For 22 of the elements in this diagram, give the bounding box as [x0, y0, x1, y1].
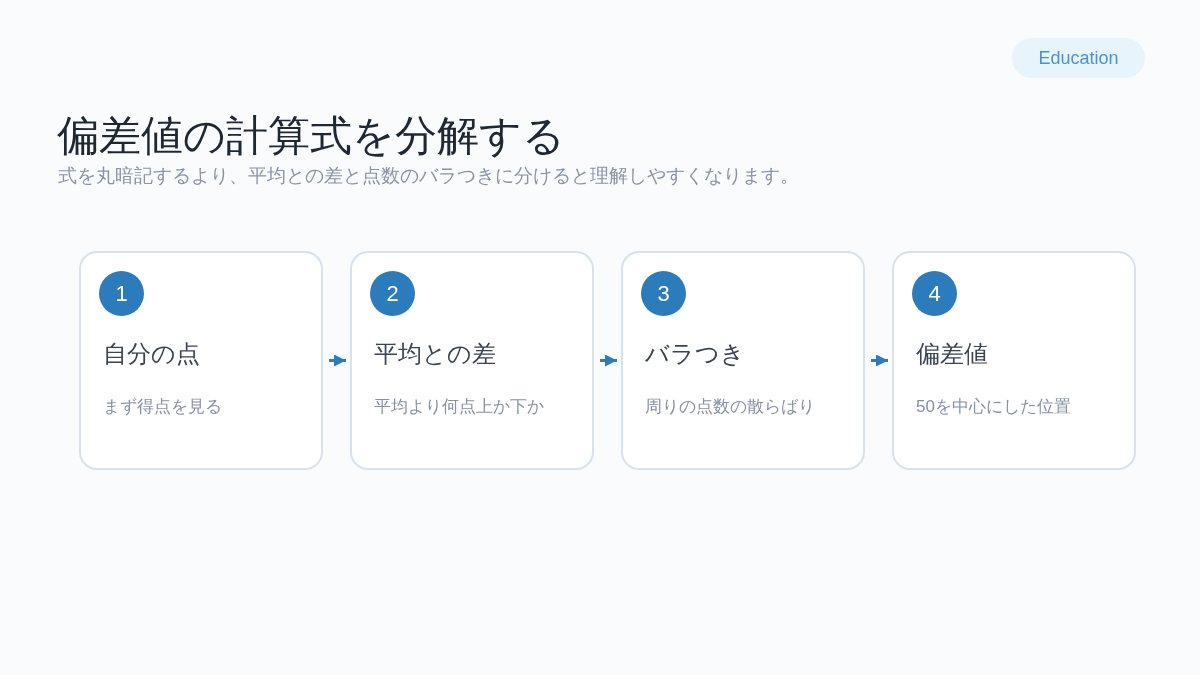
step-number: 3 — [657, 282, 670, 305]
step-number: 4 — [928, 282, 941, 305]
step-card — [79, 251, 323, 470]
step-heading: 偏差値 — [916, 339, 988, 369]
arrow — [871, 354, 888, 367]
step-description: 平均より何点上か下か — [374, 396, 544, 418]
step-number: 2 — [386, 282, 399, 305]
step-heading: 自分の点 — [103, 339, 200, 369]
step-description: 周りの点数の散らばり — [645, 396, 815, 418]
tag-label: Education — [1038, 49, 1119, 67]
arrow — [600, 354, 617, 367]
step-heading: 平均との差 — [374, 339, 496, 369]
step-number: 1 — [115, 282, 128, 305]
step-description: 50を中心にした位置 — [916, 396, 1071, 418]
arrow — [329, 354, 346, 367]
step-description: まず得点を見る — [103, 396, 222, 418]
page-title: 偏差値の計算式を分解する — [57, 112, 565, 161]
step-card — [621, 251, 865, 470]
subtitle: 式を丸暗記するより、平均との差と点数のバラつきに分けると理解しやすくなります。 — [58, 164, 799, 188]
step-heading: バラつき — [645, 339, 745, 369]
step-card — [892, 251, 1136, 470]
step-card — [350, 251, 594, 470]
